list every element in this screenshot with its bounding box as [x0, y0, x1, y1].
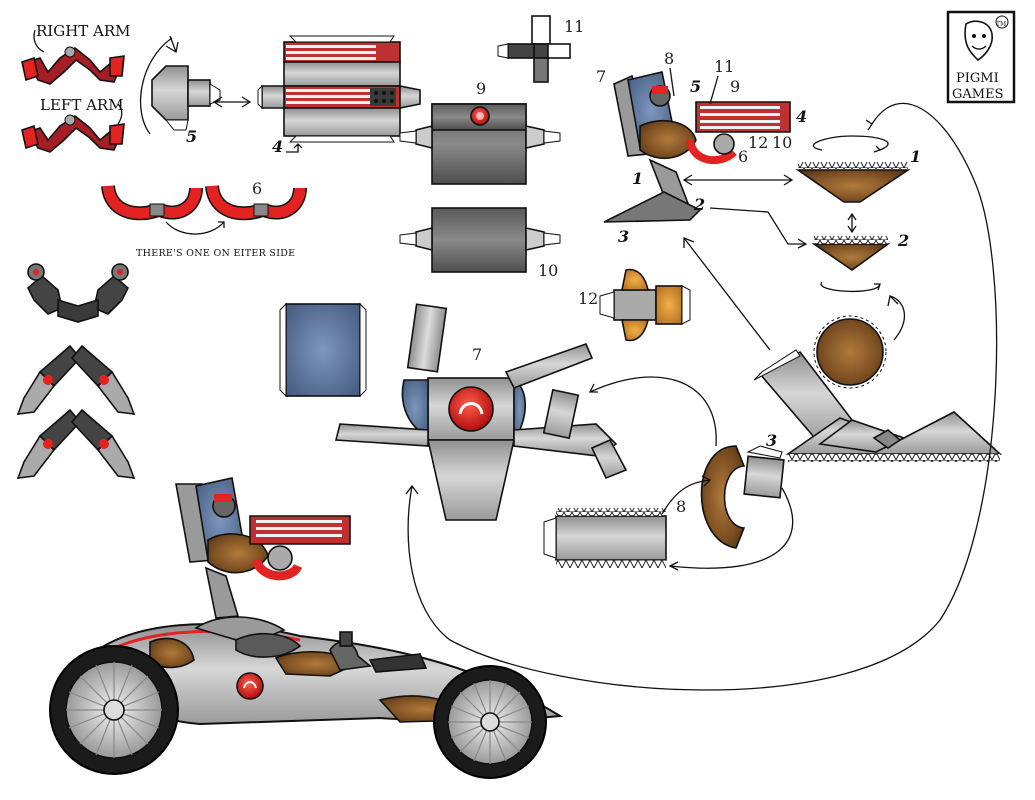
arrow-gear-to-2 [887, 294, 905, 341]
left-arm-part [21, 114, 125, 153]
label-12a: 12 [578, 289, 598, 308]
arrow-5-to-4 [212, 96, 252, 108]
label-10b: 10 [772, 133, 792, 152]
left-arm-label: LEFT ARM [40, 96, 124, 114]
part5-curve-arrow [139, 37, 173, 135]
saw-base-net [753, 349, 1003, 462]
part-6-hoses [101, 184, 307, 221]
arrow-8-to-3 [661, 475, 712, 515]
label-1a: 1 [632, 169, 643, 188]
label-9a: 9 [476, 79, 486, 98]
label-7a: 7 [472, 345, 482, 364]
part-4-gun-net [257, 35, 421, 143]
left-arm-arrow [117, 103, 123, 125]
label-4b: 4 [796, 107, 807, 126]
label-1b: 1 [910, 147, 921, 166]
arrow-11b [709, 75, 719, 105]
part-12-orange-net [599, 268, 691, 342]
part-5-shoulder-mount [151, 65, 221, 131]
long-loop-arrow [405, 102, 998, 691]
denim-panel [279, 302, 367, 398]
right-arm-part [21, 46, 125, 85]
label-7b: 7 [596, 67, 606, 86]
label-6b: 6 [738, 147, 748, 166]
logo-badge: TM [996, 21, 1006, 28]
rear-wheel [49, 645, 179, 775]
loop-start-tick [865, 119, 873, 131]
leg-pieces-upper [27, 263, 129, 323]
label-8b: 8 [676, 497, 686, 516]
arrow-2-to-tri2 [709, 207, 808, 249]
triangle-2 [811, 236, 891, 293]
right-arm-arrow [33, 29, 45, 53]
label-5b: 5 [690, 77, 701, 96]
triangle-1 [795, 135, 911, 203]
pigmi-games-logo: TM PIGMI GAMES [946, 10, 1016, 104]
logo-line2: GAMES [952, 87, 1003, 102]
label-9b: 9 [730, 77, 740, 96]
label-12b: 12 [748, 133, 768, 152]
part-11-cross [497, 15, 571, 83]
label-5a: 5 [186, 127, 197, 146]
part-7-seat-net [334, 303, 628, 521]
saw-gear [813, 315, 887, 389]
arrow-3-to-7 [588, 376, 717, 447]
label-8a: 8 [664, 49, 674, 68]
label-4a: 4 [272, 137, 283, 156]
logo-line1: PIGMI [956, 71, 999, 86]
part-8-sawtooth-strip [543, 508, 667, 568]
label-2b: 2 [897, 231, 909, 250]
label-10a: 10 [538, 261, 558, 280]
label-3b: 3 [766, 431, 777, 450]
label-2a: 2 [693, 195, 705, 214]
part5-down-arrow [165, 35, 179, 54]
right-arm-label: RIGHT ARM [36, 22, 131, 40]
arrow-base-to-1 [683, 237, 771, 351]
arrow-8a [669, 67, 675, 97]
label-6a: 6 [252, 179, 262, 198]
front-wheel [433, 665, 547, 779]
assembled-robot-top [603, 71, 791, 223]
hose-note: THERE'S ONE ON EITER SIDE [136, 248, 295, 259]
part-9-panel [399, 103, 561, 185]
arrow-tri1-tri2 [847, 212, 857, 234]
label-11a: 11 [564, 17, 584, 36]
leg-pieces-middle [16, 344, 136, 415]
arrow-3-loop [668, 487, 794, 571]
label-11b: 11 [714, 57, 734, 76]
label-3a: 3 [618, 227, 629, 246]
arrow-1-to-tri1 [682, 174, 794, 186]
leg-pieces-lower [16, 408, 136, 479]
arrow-4a [286, 143, 303, 153]
part-10-panel [399, 207, 561, 273]
hose-pair-arrow [165, 221, 225, 235]
part-3-rust-crescent [700, 445, 785, 549]
